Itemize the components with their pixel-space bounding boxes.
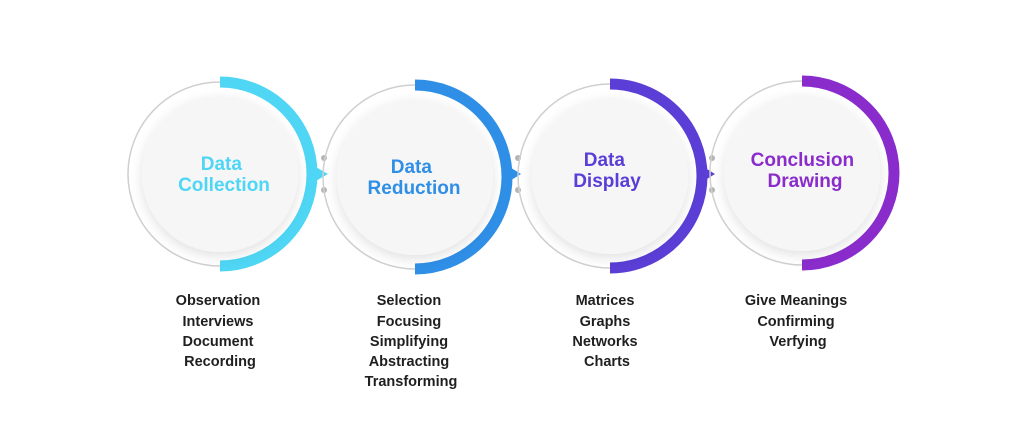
- arrow-icon: [508, 166, 521, 182]
- stage-item: Document: [183, 334, 254, 350]
- stage-item: Focusing: [377, 314, 441, 330]
- stage-item: Give Meanings: [745, 293, 847, 309]
- stage-title: Data Collection: [178, 154, 270, 196]
- stage-data-collection: Data Collection Observation Interviews D…: [127, 76, 318, 370]
- arrow-icon: [314, 166, 328, 182]
- stage-items: Give Meanings Confirming Verfying: [745, 293, 851, 350]
- stage-item: Simplifying: [370, 334, 448, 350]
- stage-item: Transforming: [365, 374, 458, 390]
- stage-title-line: Drawing: [768, 171, 843, 192]
- stage-item: Interviews: [183, 314, 254, 330]
- stage-title: Data Reduction: [368, 157, 461, 199]
- stage-item: Confirming: [757, 314, 834, 330]
- center-disc: [142, 96, 298, 252]
- stage-item: Matrices: [576, 293, 635, 309]
- stage-title-line: Conclusion: [751, 150, 854, 171]
- stage-item: Networks: [572, 334, 637, 350]
- stage-title-line: Data: [584, 150, 626, 171]
- stage-items: Selection Focusing Simplifying Abstracti…: [365, 293, 458, 390]
- stage-data-reduction: Data Reduction Selection Focusing Simpli…: [322, 79, 513, 390]
- stage-title-line: Reduction: [368, 178, 461, 199]
- center-disc: [337, 99, 493, 255]
- stage-title-line: Data: [391, 157, 433, 178]
- stage-title-line: Display: [573, 171, 641, 192]
- stage-item: Recording: [184, 354, 256, 370]
- stage-item: Selection: [377, 293, 441, 309]
- stage-title: Data Display: [573, 150, 641, 192]
- center-disc: [724, 95, 880, 251]
- stage-data-display: Data Display Matrices Graphs Networks Ch…: [517, 78, 708, 370]
- center-disc: [532, 98, 688, 254]
- stage-items: Matrices Graphs Networks Charts: [572, 293, 641, 370]
- stage-item: Graphs: [580, 314, 631, 330]
- stage-items: Observation Interviews Document Recordin…: [176, 293, 265, 370]
- stage-title-line: Data: [201, 154, 243, 175]
- stage-item: Verfying: [769, 334, 826, 350]
- stage-item: Abstracting: [369, 354, 450, 370]
- stage-item: Charts: [584, 354, 630, 370]
- accent-arc: [414, 79, 513, 275]
- accent-arc: [219, 76, 318, 272]
- stage-item: Observation: [176, 293, 261, 309]
- stage-title: Conclusion Drawing: [751, 150, 860, 192]
- arrow-icon: [702, 166, 715, 182]
- accent-arc: [801, 75, 900, 271]
- stage-conclusion-drawing: Conclusion Drawing Give Meanings Confirm…: [709, 75, 900, 350]
- accent-arc: [609, 78, 708, 274]
- stage-title-line: Collection: [178, 175, 270, 196]
